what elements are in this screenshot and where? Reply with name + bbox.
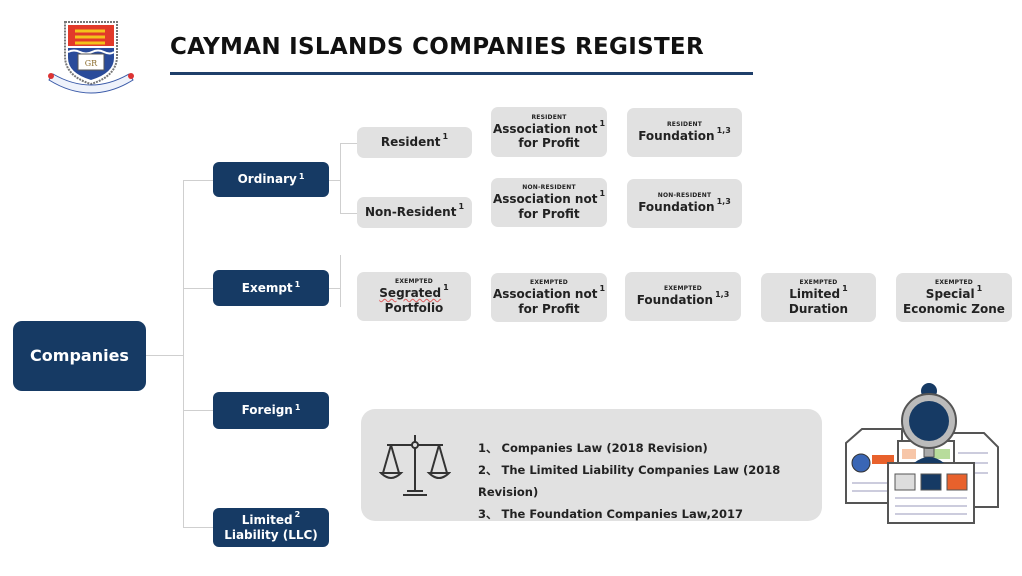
footnote: 1,3: [715, 290, 730, 300]
connector-foreign: [183, 410, 213, 411]
law-item: 3、 The Foundation Companies Law,2017: [478, 507, 743, 521]
footnote: 1,3: [716, 197, 731, 207]
tag: RESIDENT: [666, 121, 703, 129]
connector-resident: [340, 143, 357, 144]
footnote: 1: [294, 402, 301, 412]
label-line2: for Profit: [518, 206, 580, 221]
footnote: 1: [298, 171, 305, 181]
foreign-label: Foreign: [241, 403, 293, 417]
label-line2: Duration: [788, 301, 849, 316]
connector-main-vertical: [183, 180, 184, 528]
tag: RESIDENT: [531, 113, 567, 121]
connector-ordinary: [183, 180, 213, 181]
footnote: 1: [458, 202, 465, 212]
connector-exempt: [183, 288, 213, 289]
connector-exempt-sub: [329, 288, 340, 289]
laws-panel: 1、 Companies Law (2018 Revision) 2、 The …: [361, 409, 822, 521]
footnote: 1: [976, 284, 983, 294]
exempt-label: Exempt: [241, 280, 293, 295]
label-line1: Association not: [492, 121, 598, 136]
footnote: 1: [842, 284, 848, 294]
connector-non-resident: [340, 213, 357, 214]
label-line1: Foundation: [636, 293, 714, 308]
tag: NON-RESIDENT: [657, 192, 712, 200]
tag: NON-RESIDENT: [522, 184, 576, 192]
label: Foundation: [638, 129, 715, 144]
svg-text:GR: GR: [85, 59, 98, 68]
llc-label-line1: Limited: [241, 512, 293, 527]
resident-label: Resident: [380, 135, 441, 150]
law-item: 2、 The Limited Liability Companies Law (…: [478, 463, 781, 499]
non-resident-label: Non-Resident: [364, 205, 457, 220]
general-registry-logo: GR: [45, 18, 137, 100]
law-item: 1、 Companies Law (2018 Revision): [478, 441, 708, 455]
label: Foundation: [638, 200, 715, 215]
tag: EXEMPTED: [530, 279, 568, 287]
label-line1: Association not: [492, 192, 598, 207]
document-search-illustration: [838, 383, 1014, 532]
connector-llc: [183, 527, 213, 528]
companies-label: Companies: [30, 346, 129, 365]
label-line2: Portfolio: [384, 300, 444, 315]
laws-list: 1、 Companies Law (2018 Revision) 2、 The …: [478, 437, 822, 525]
ordinary-label: Ordinary: [237, 172, 297, 186]
label-line2: Economic Zone: [903, 301, 1005, 316]
tag: EXEMPTED: [935, 279, 973, 287]
companies-node[interactable]: Companies: [13, 321, 146, 391]
label-line2: for Profit: [518, 136, 580, 151]
footnote: 1: [599, 189, 606, 199]
label-line1: Association not: [492, 287, 598, 302]
footnote: 1,3: [716, 126, 731, 136]
footnote: 1: [599, 118, 606, 128]
tag: EXEMPTED: [799, 279, 838, 287]
title-underline: [170, 72, 753, 75]
label-line1: Segrated: [379, 286, 442, 301]
connector-exempt-vertical: [340, 255, 341, 307]
scales-of-justice-icon: [378, 433, 452, 503]
footnote: 1: [599, 284, 606, 294]
label-line1: Limited: [789, 287, 841, 302]
page-title: CAYMAN ISLANDS COMPANIES REGISTER: [170, 34, 704, 60]
tag: EXEMPTED: [664, 285, 702, 293]
label-line2: for Profit: [518, 301, 580, 316]
connector-ordinary-sub: [329, 180, 340, 181]
footnote: 1: [294, 280, 301, 289]
footnote: 1: [442, 132, 449, 142]
connector-root: [146, 355, 183, 356]
footnote: 1: [443, 283, 449, 293]
footnote: 2: [294, 509, 301, 519]
llc-label-line2: Liability (LLC): [224, 527, 318, 542]
tag: EXEMPTED: [395, 278, 433, 286]
label-line1: Special: [925, 287, 975, 302]
connector-ordinary-vertical: [340, 143, 341, 214]
